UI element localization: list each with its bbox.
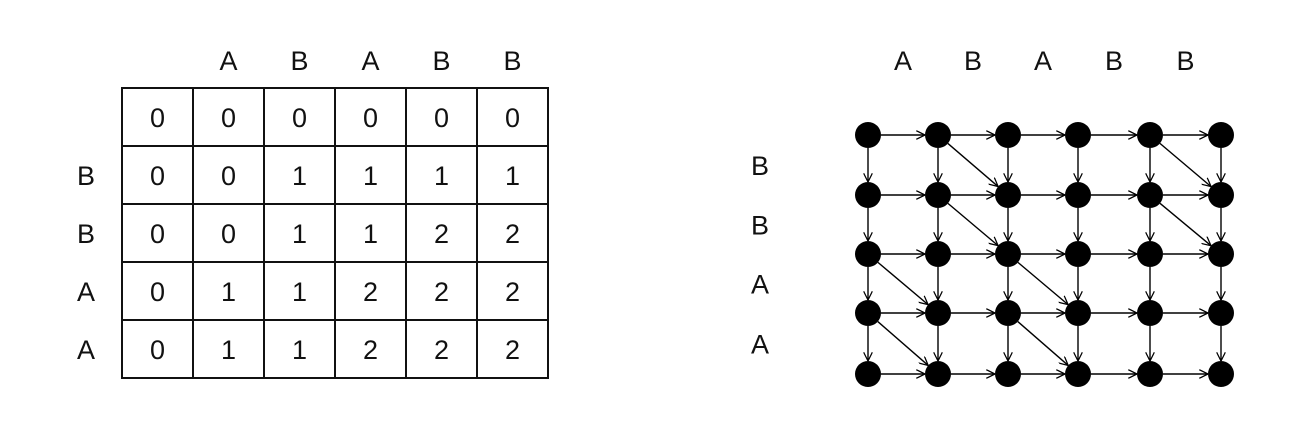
table-column-header: B (290, 46, 308, 76)
table-row-header: A (77, 335, 95, 365)
graph-node (995, 300, 1021, 326)
table-row-header: B (77, 161, 95, 191)
graph-edge-diagonal (947, 202, 998, 245)
graph-node (1137, 361, 1163, 387)
table-cell: 0 (434, 103, 449, 133)
graph-column-header: A (894, 46, 912, 76)
graph-node (995, 361, 1021, 387)
graph-edge-diagonal (1017, 321, 1068, 366)
graph-node (1208, 241, 1234, 267)
graph-row-header: B (751, 211, 769, 241)
graph-node (1208, 182, 1234, 208)
table-cell: 2 (434, 277, 449, 307)
graph-node (855, 182, 881, 208)
table-row-header: A (77, 277, 95, 307)
table-row-header: B (77, 219, 95, 249)
graph-node (1208, 361, 1234, 387)
table-column-header: B (432, 46, 450, 76)
graph-node (925, 122, 951, 148)
table-column-header: A (361, 46, 379, 76)
table-cell: 1 (363, 161, 378, 191)
table-cell: 0 (292, 103, 307, 133)
graph-node (855, 241, 881, 267)
table-cell: 1 (292, 161, 307, 191)
table-cell: 2 (505, 219, 520, 249)
table-cell: 1 (292, 219, 307, 249)
graph-node (855, 300, 881, 326)
graph-node (995, 122, 1021, 148)
table-cell: 0 (150, 103, 165, 133)
table-cell: 2 (505, 335, 520, 365)
graph-node (1065, 241, 1091, 267)
graph-node (925, 241, 951, 267)
table-cell: 0 (150, 277, 165, 307)
table-column-header: B (503, 46, 521, 76)
table-cell: 0 (150, 335, 165, 365)
graph-node (855, 361, 881, 387)
table-cell: 0 (221, 219, 236, 249)
table-cell: 1 (363, 219, 378, 249)
graph-edge-diagonal (1159, 142, 1211, 186)
table-cell: 2 (363, 277, 378, 307)
graph-node (1065, 361, 1091, 387)
graph-column-header: A (1034, 46, 1052, 76)
table-cell: 1 (221, 335, 236, 365)
graph-column-header: B (1105, 46, 1123, 76)
table-cell: 1 (505, 161, 520, 191)
graph-node (1137, 182, 1163, 208)
table-cell: 0 (221, 103, 236, 133)
graph-edge-diagonal (1017, 261, 1068, 304)
table-cell: 1 (434, 161, 449, 191)
graph-node (855, 122, 881, 148)
table-cell: 2 (434, 219, 449, 249)
graph-node (1137, 300, 1163, 326)
table-cell: 0 (505, 103, 520, 133)
graph-edge-diagonal (877, 321, 928, 366)
graph-edge-diagonal (877, 261, 928, 304)
graph-node (1137, 122, 1163, 148)
graph-node (1065, 300, 1091, 326)
graph-row-header: A (751, 270, 769, 300)
graph-node (1208, 122, 1234, 148)
graph-node (995, 241, 1021, 267)
table-cell: 0 (150, 219, 165, 249)
graph-node (1065, 182, 1091, 208)
graph-node (925, 182, 951, 208)
graph-row-header: A (751, 330, 769, 360)
table-cell: 1 (221, 277, 236, 307)
table-cell: 2 (434, 335, 449, 365)
table-cell: 2 (363, 335, 378, 365)
graph-row-header: B (751, 151, 769, 181)
graph-edge-diagonal (1159, 202, 1211, 245)
table-cell: 1 (292, 277, 307, 307)
graph-node (995, 182, 1021, 208)
graph-node (1065, 122, 1091, 148)
table-cell: 2 (505, 277, 520, 307)
graph-column-header: B (964, 46, 982, 76)
graph-node (1137, 241, 1163, 267)
table-cell: 0 (150, 161, 165, 191)
table-cell: 0 (221, 161, 236, 191)
table-column-header: A (219, 46, 237, 76)
graph-node (925, 361, 951, 387)
graph-edge-diagonal (947, 142, 998, 186)
graph-node (1208, 300, 1234, 326)
graph-node (925, 300, 951, 326)
graph-column-header: B (1176, 46, 1194, 76)
table-cell: 1 (292, 335, 307, 365)
table-cell: 0 (363, 103, 378, 133)
